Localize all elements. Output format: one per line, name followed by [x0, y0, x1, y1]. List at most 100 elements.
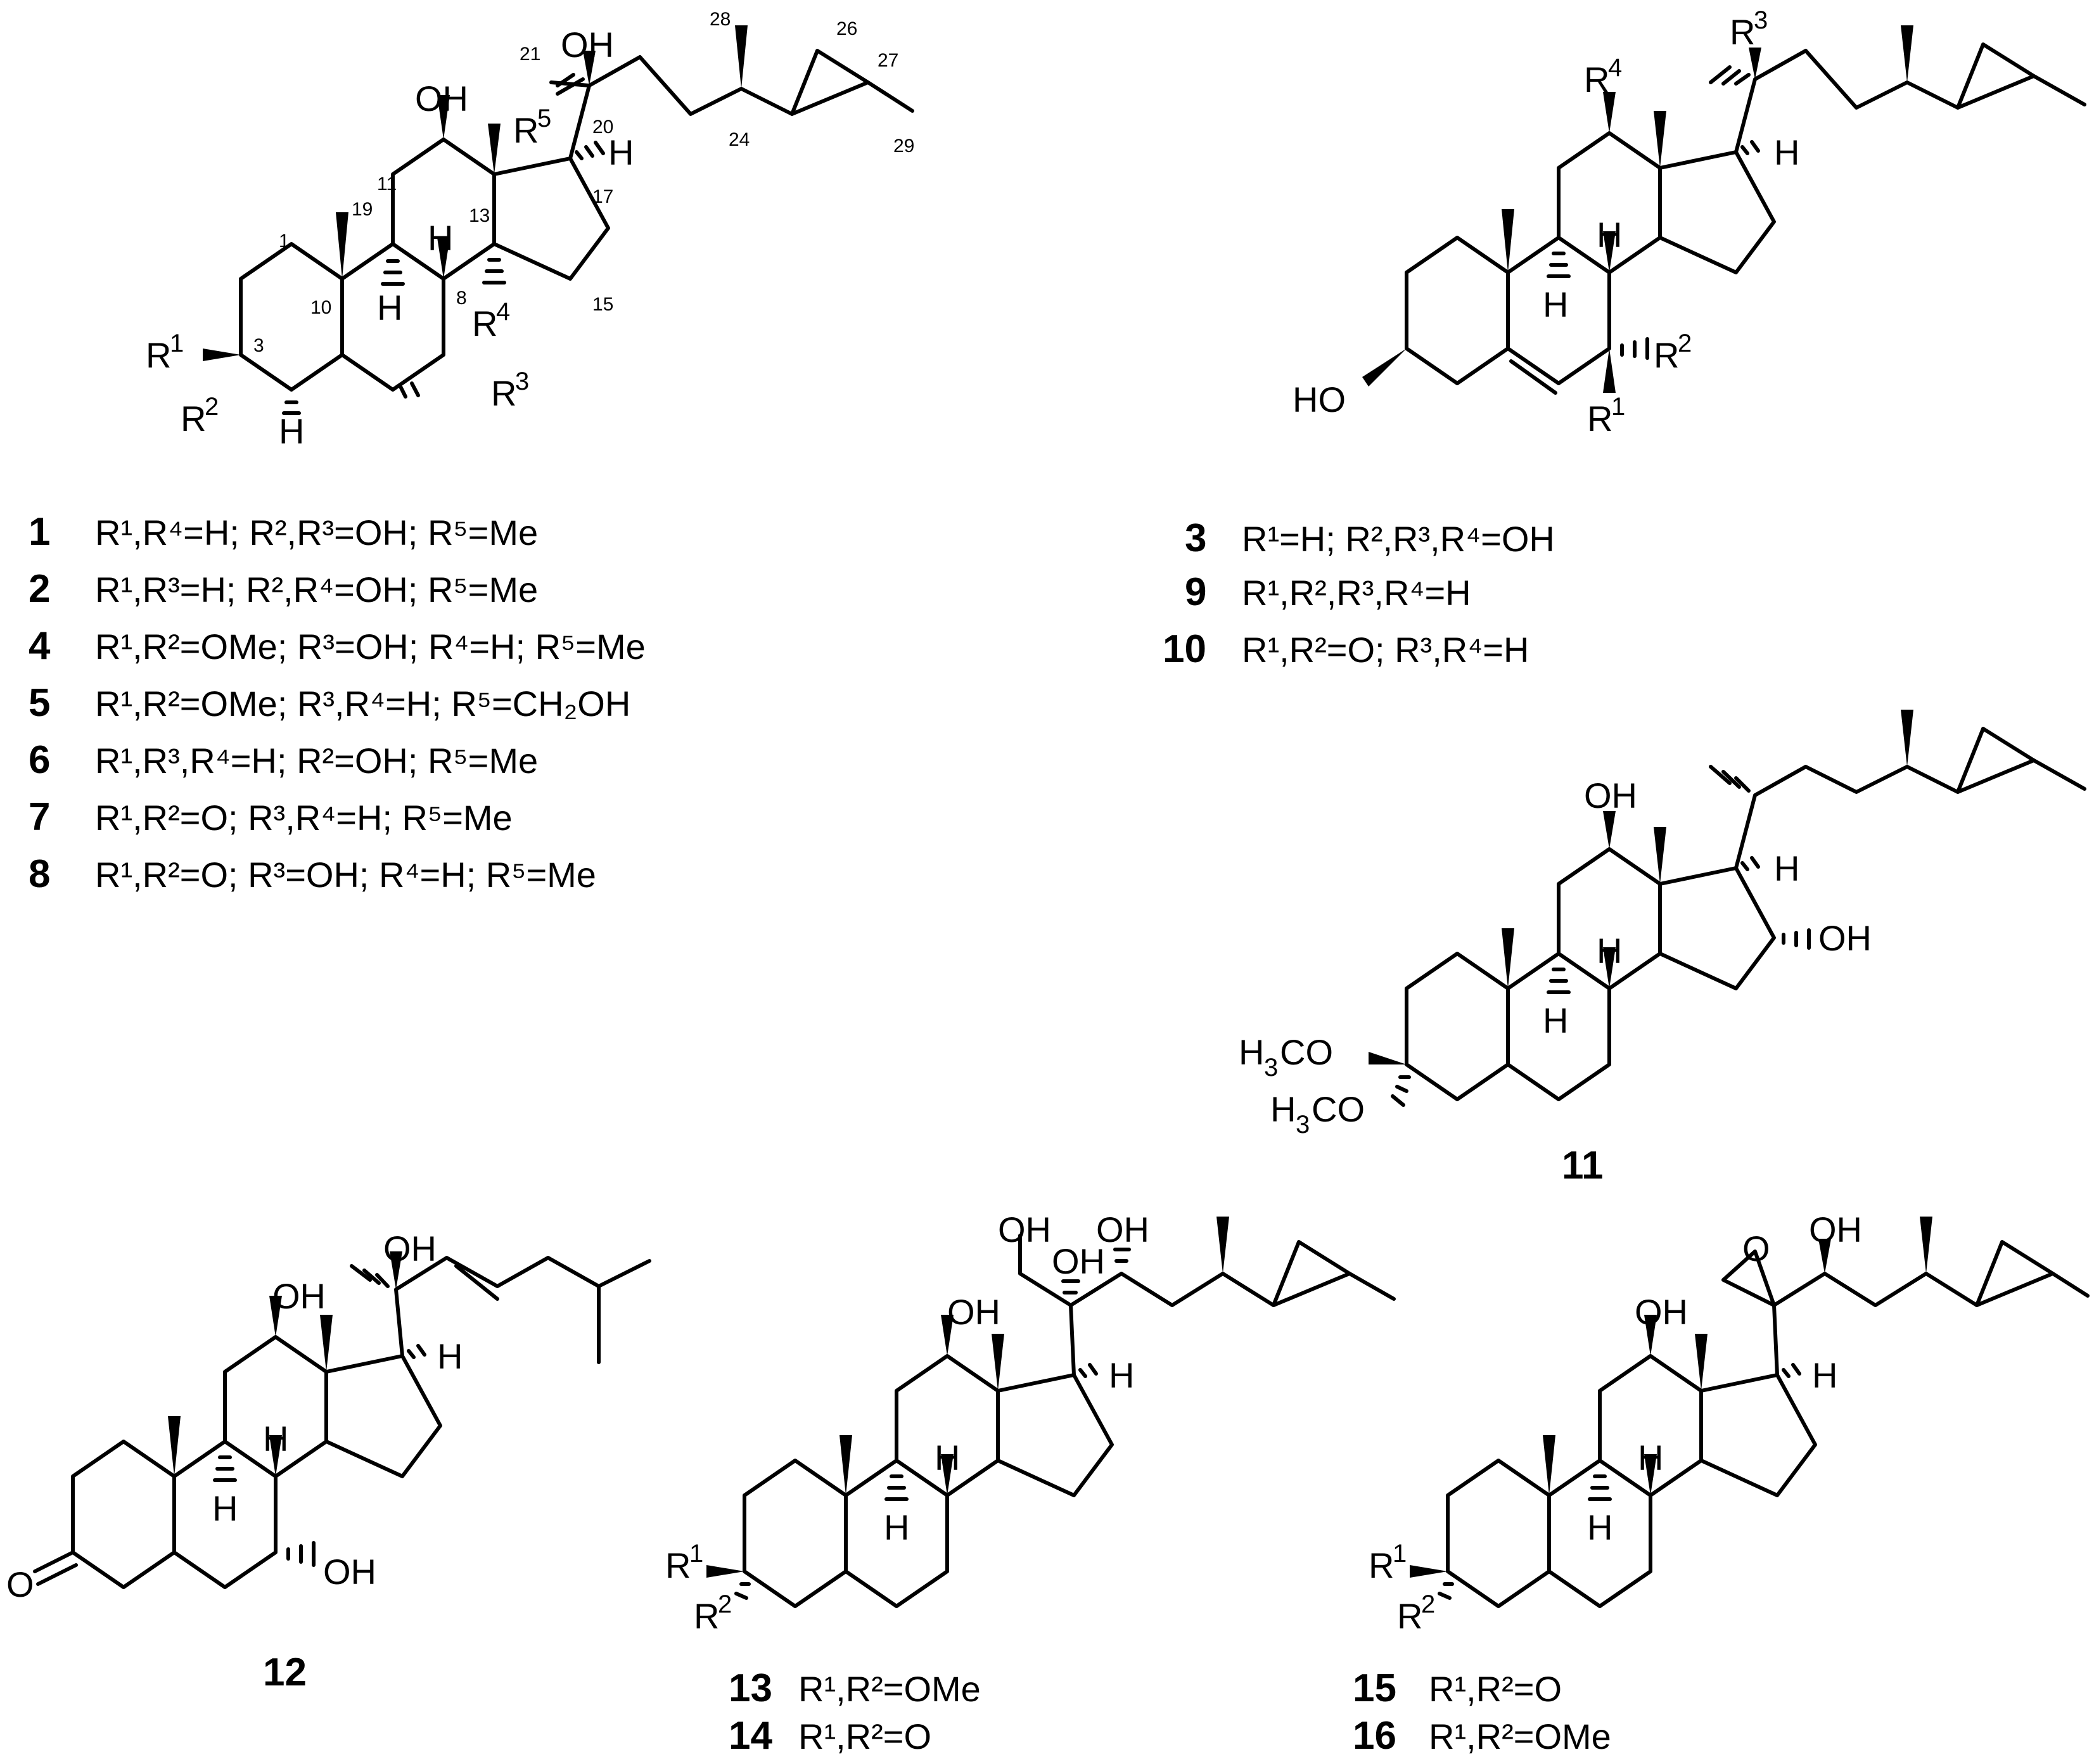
legend-text-10: R¹,R²=O; R³,R⁴=H	[1242, 630, 1529, 670]
h-9b: H	[1543, 284, 1568, 324]
oh-12-13: OH	[947, 1292, 1000, 1332]
c1-number: 1	[279, 231, 290, 252]
h-17-15: H	[1812, 1355, 1837, 1395]
h-17-12: H	[437, 1336, 463, 1376]
c28-number: 28	[710, 9, 731, 30]
legend-1-8: 1 R¹,R⁴=H; R²,R³=OH; R⁵=Me 2 R¹,R³=H; R²…	[29, 510, 646, 896]
legend-num-9: 9	[1185, 570, 1206, 614]
compound-number-11: 11	[1562, 1144, 1604, 1187]
r1-letter: R	[146, 335, 171, 375]
r1-letter-b: R	[1587, 399, 1612, 438]
h-5: H	[279, 411, 304, 451]
legend-num-5: 5	[29, 681, 50, 725]
legend-text-9: R¹,R²,R³,R⁴=H	[1242, 573, 1471, 613]
oh-22-13: OH	[1096, 1210, 1149, 1250]
h-8-11: H	[1597, 931, 1622, 971]
r2-letter-b: R	[1654, 335, 1679, 375]
c29-number: 29	[893, 136, 914, 157]
c17-number: 17	[592, 186, 613, 207]
r1-sup-15: 1	[1393, 1540, 1407, 1568]
legend-num-3: 3	[1185, 516, 1206, 560]
r4-sup: 4	[496, 298, 510, 326]
oh-20: OH	[561, 25, 614, 65]
oh-12-11: OH	[1584, 776, 1637, 815]
r3-sup-b: 3	[1754, 6, 1768, 34]
c13-number: 13	[469, 205, 490, 226]
legend-num-4: 4	[29, 624, 51, 668]
oh-21-13: OH	[998, 1210, 1051, 1250]
r1-letter-15: R	[1369, 1545, 1394, 1585]
c26-number: 26	[836, 18, 857, 39]
r2-letter-15: R	[1397, 1596, 1422, 1636]
ho-3: HO	[1293, 380, 1346, 419]
r2-sup: 2	[205, 393, 219, 421]
legend-num-10: 10	[1163, 627, 1206, 671]
r1-sup: 1	[170, 329, 184, 357]
legend-text-8: R¹,R²=O; R³=OH; R⁴=H; R⁵=Me	[95, 855, 596, 895]
compound-number-12: 12	[263, 1651, 307, 1694]
legend-text-13: R¹,R²=OMe	[798, 1669, 981, 1709]
c8-number: 8	[456, 288, 467, 309]
oh-22-15: OH	[1809, 1210, 1862, 1250]
r2-sup-15: 2	[1421, 1590, 1435, 1618]
legend-num-7: 7	[29, 795, 50, 839]
h3co-a-letter: H	[1239, 1032, 1264, 1072]
legend-13-14: 13 R¹,R²=OMe 14 R¹,R²=O	[729, 1666, 981, 1758]
r1-letter-13: R	[665, 1545, 691, 1585]
r1-sup-13: 1	[689, 1540, 703, 1568]
r3-sup: 3	[515, 368, 529, 395]
legend-text-16: R¹,R²=OMe	[1429, 1716, 1611, 1756]
legend-num-14: 14	[729, 1714, 772, 1758]
r2-letter: R	[181, 399, 206, 438]
structure-15-16: O OH OH H H H R 1 R 2	[1369, 1210, 2090, 1636]
oh-12-15: OH	[1635, 1292, 1688, 1332]
r4-sup-b: 4	[1608, 54, 1622, 82]
oh-16-11: OH	[1818, 918, 1872, 958]
h3co-a-co: CO	[1280, 1032, 1333, 1072]
h-9-15: H	[1587, 1507, 1612, 1547]
legend-15-16: 15 R¹,R²=O 16 R¹,R²=OMe	[1353, 1666, 1611, 1758]
legend-num-13: 13	[729, 1666, 772, 1710]
h3co-b-co: CO	[1312, 1089, 1365, 1129]
h-17: H	[608, 132, 634, 172]
legend-text-15: R¹,R²=O	[1429, 1669, 1562, 1709]
structure-13-14: OH OH OH OH H H H R 1 R 2	[665, 1210, 1396, 1636]
h3co-b-letter: H	[1270, 1089, 1296, 1129]
r2-sup-b: 2	[1678, 329, 1692, 357]
h-9: H	[377, 288, 402, 328]
legend-num-6: 6	[29, 738, 50, 782]
h-9-11: H	[1543, 1000, 1568, 1040]
c20-number: 20	[592, 117, 613, 137]
legend-num-8: 8	[29, 852, 50, 896]
c11-number: 11	[377, 174, 397, 195]
o-epoxide-15: O	[1742, 1229, 1770, 1269]
legend-num-1: 1	[29, 510, 50, 554]
structure-1-8: OH OH H H H H R 5 R 4 R 3 R 1 R 2 1 3 8 …	[146, 9, 914, 451]
legend-num-2: 2	[29, 567, 50, 611]
legend-text-4: R¹,R²=OMe; R³=OH; R⁴=H; R⁵=Me	[95, 627, 646, 667]
o-12: O	[6, 1564, 34, 1604]
r3-letter: R	[491, 373, 516, 413]
c24-number: 24	[729, 129, 750, 150]
c27-number: 27	[878, 50, 898, 71]
h3co-a-sub: 3	[1264, 1054, 1278, 1082]
oh-7-12: OH	[323, 1552, 376, 1592]
structure-11: OH H H H OH H 3 CO H 3 CO	[1239, 710, 2086, 1139]
h-17-11: H	[1774, 848, 1799, 888]
legend-text-6: R¹,R³,R⁴=H; R²=OH; R⁵=Me	[95, 741, 538, 781]
legend-text-1: R¹,R⁴=H; R²,R³=OH; R⁵=Me	[95, 513, 538, 553]
legend-text-7: R¹,R²=O; R³,R⁴=H; R⁵=Me	[95, 798, 513, 838]
h3co-b-sub: 3	[1296, 1111, 1310, 1139]
legend-3-9-10: 3 R¹=H; R²,R³,R⁴=OH 9 R¹,R²,R³,R⁴=H 10 R…	[1163, 516, 1555, 671]
h-8-13: H	[935, 1438, 960, 1478]
oh-20-13: OH	[1052, 1241, 1105, 1281]
legend-text-2: R¹,R³=H; R²,R⁴=OH; R⁵=Me	[95, 570, 538, 610]
oh-20-12: OH	[383, 1229, 437, 1269]
c19-number: 19	[352, 199, 373, 220]
r4-letter-b: R	[1584, 60, 1609, 99]
c10-number: 10	[310, 297, 331, 318]
c3-number: 3	[253, 335, 264, 356]
structure-12: O OH OH H H H OH	[6, 1229, 651, 1604]
legend-num-16: 16	[1353, 1714, 1396, 1758]
